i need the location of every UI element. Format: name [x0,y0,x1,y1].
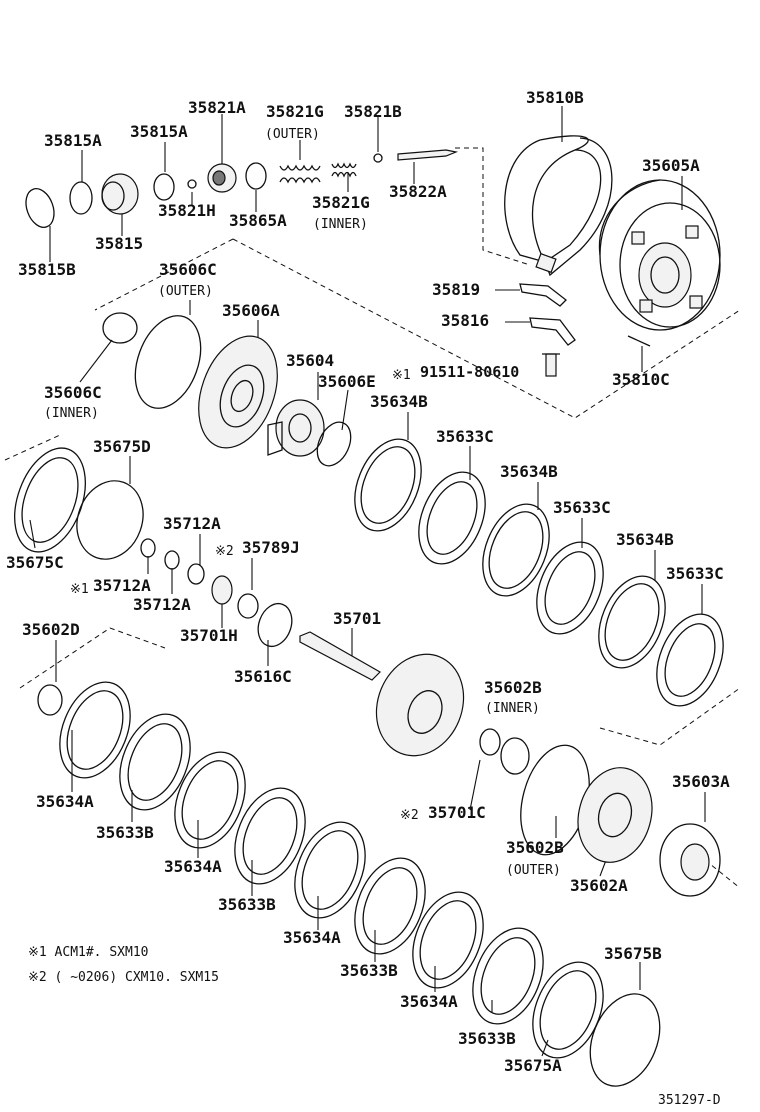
mark-ref1-35712a: ※1 [70,582,89,597]
callout-35605a: 35605A [642,156,700,175]
assembly-outline-pump-right [232,238,741,419]
callout-35815a-right: 35815A [130,122,188,141]
callout-35606a: 35606A [222,301,280,320]
callout-35633c-3: 35633C [666,564,724,583]
input-shaft-drum [299,631,530,775]
mark-ref2-35789j: ※2 [215,544,234,559]
callout-35815b: 35815B [18,260,76,279]
callout-35701c: 35701C [428,803,486,822]
callout-35603a: 35603A [672,772,730,791]
callout-35821g-inner: 35821G [312,193,370,212]
callout-35634a-3: 35634A [283,928,341,947]
qualifier-outer-35606c: (OUTER) [158,284,213,299]
footnote-1: ※1 ACM1#. SXM10 [28,945,149,960]
qualifier-outer-35821g: (OUTER) [265,127,320,142]
callout-35633c-2: 35633C [553,498,611,517]
callout-35819: 35819 [432,280,481,299]
clutch-pack-lower [37,681,661,1087]
callout-35712a-mid: 35712A [93,576,151,595]
clutch-pack-upper [354,438,724,707]
assembly-outline-band [455,147,531,266]
callout-35634b-2: 35634B [500,462,558,481]
callout-35606c-inner: 35606C [44,383,102,402]
callout-35865a: 35865A [229,211,287,230]
callout-35602b-inner: 35602B [484,678,542,697]
callout-35602a: 35602A [570,876,628,895]
callout-35616c: 35616C [234,667,292,686]
callout-35810b: 35810B [526,88,584,107]
callout-35602d: 35602D [22,620,80,639]
assembly-outline-pump [94,238,234,311]
callout-35675a: 35675A [504,1056,562,1075]
callout-35634a-1: 35634A [36,792,94,811]
servo-parts [25,149,459,228]
assembly-outline-clutch [19,627,166,689]
callout-35822a: 35822A [389,182,447,201]
callout-35810c: 35810C [612,370,670,389]
callout-35701: 35701 [333,609,382,628]
callout-35634b-3: 35634B [616,530,674,549]
left-ring-parts [14,447,293,648]
callout-35712a-bottom: 35712A [133,595,191,614]
brake-band-and-drum [504,135,721,377]
callout-35821a: 35821A [188,98,246,117]
callout-35633c-1: 35633C [436,427,494,446]
mark-ref1-bolt: ※1 [392,368,411,383]
callout-35675b: 35675B [604,944,662,963]
leader-lines [29,106,706,1057]
callout-35701h: 35701H [180,626,238,645]
oil-pump-assembly [102,312,352,467]
callout-35821h: 35821H [158,201,216,220]
qualifier-outer-35602b: (OUTER) [506,863,561,878]
callout-bolt-91511-80610: 91511-80610 [420,363,520,381]
callout-35712a-top: 35712A [163,514,221,533]
callout-35675d: 35675D [93,437,151,456]
callout-35821g-outer: 35821G [266,102,324,121]
qualifier-inner-35821g: (INNER) [313,217,368,232]
callout-35633b-2: 35633B [218,895,276,914]
callout-35633b-3: 35633B [340,961,398,980]
mark-ref2-35701c: ※2 [400,808,419,823]
callout-35789j: 35789J [242,538,300,557]
callout-35602b-outer: 35602B [506,838,564,857]
assembly-outline-left [4,434,61,461]
callout-35633b-1: 35633B [96,823,154,842]
footnote-2: ※2 ( ~0206) CXM10. SXM15 [28,970,219,985]
callout-35815a-left: 35815A [44,131,102,150]
piston-hub-assembly [520,744,721,897]
qualifier-inner-35602b: (INNER) [485,701,540,716]
callout-35821b: 35821B [344,102,402,121]
callout-35633b-4: 35633B [458,1029,516,1048]
drawing-code: 351297-D [658,1093,721,1108]
callout-35606c-outer: 35606C [159,260,217,279]
callout-35675c: 35675C [6,553,64,572]
callout-35634b-1: 35634B [370,392,428,411]
callout-35634a-4: 35634A [400,992,458,1011]
assembly-outline-drum [704,859,741,889]
callout-35634a-2: 35634A [164,857,222,876]
callout-35604: 35604 [286,351,335,370]
assembly-outline-clutch-right [599,687,741,746]
qualifier-inner-35606c: (INNER) [44,406,99,421]
callout-35606e: 35606E [318,372,376,391]
callout-35816: 35816 [441,311,490,330]
callout-35815: 35815 [95,234,144,253]
